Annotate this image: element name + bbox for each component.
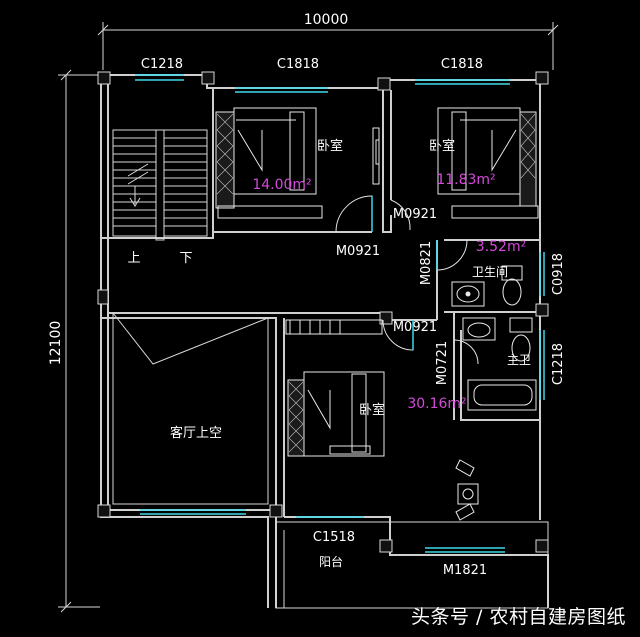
bedroom-1-area: 14.00m² (252, 177, 311, 193)
balcony-label: 阳台 (319, 554, 343, 569)
watermark: 头条号 / 农村自建房图纸 (411, 606, 626, 628)
living-void-label: 客厅上空 (170, 425, 222, 441)
cross-pattern-icon (288, 381, 304, 453)
cross-pattern-icon (216, 113, 234, 195)
desk-icon (455, 459, 479, 521)
bedroom-2-label: 卧室 (429, 138, 455, 154)
cross-pattern-icon (520, 113, 536, 179)
bed-icon (215, 107, 323, 219)
door-swings (335, 195, 479, 365)
window-label-c0918: C0918 (551, 253, 566, 295)
living-void-outline (112, 312, 269, 505)
window-label-c1818-left: C1818 (277, 57, 319, 72)
master-bedroom-label: 卧室 (359, 402, 385, 418)
stairs-up-label: 上 (127, 251, 140, 266)
bathroom-area: 3.52m² (476, 239, 526, 255)
dimension-lines (58, 22, 559, 613)
corner-posts (97, 71, 549, 553)
window-label-c1218-right: C1218 (551, 343, 566, 385)
balcony-outline (275, 521, 549, 609)
bedroom-2-area: 11.83m² (436, 172, 495, 188)
master-bedroom-area: 30.16m² (407, 396, 466, 412)
stairs-down-label: 下 (179, 251, 192, 266)
total-width-label: 10000 (304, 12, 349, 28)
master-bath-label: 主卫 (507, 353, 531, 367)
door-label-m0921-c: M0921 (393, 320, 437, 335)
door-label-m0921-b: M0921 (393, 207, 437, 222)
window-label-c1518: C1518 (313, 530, 355, 545)
bathtub-icon (462, 317, 537, 411)
wardrobe-icon (285, 127, 383, 335)
windows (135, 74, 545, 553)
door-label-m1821: M1821 (443, 563, 487, 578)
bedroom-1-label: 卧室 (317, 138, 343, 154)
door-label-m0821: M0821 (419, 241, 434, 285)
window-label-c1218-top: C1218 (141, 57, 183, 72)
window-label-c1818-right: C1818 (441, 57, 483, 72)
bathroom-label: 卫生间 (472, 265, 508, 279)
door-label-m0721: M0721 (435, 341, 450, 385)
total-height-label: 12100 (48, 321, 64, 366)
toilet-icon (451, 265, 523, 307)
bed-icon (437, 107, 539, 219)
stairs-icon (112, 129, 208, 241)
door-label-m0921-a: M0921 (336, 244, 380, 259)
